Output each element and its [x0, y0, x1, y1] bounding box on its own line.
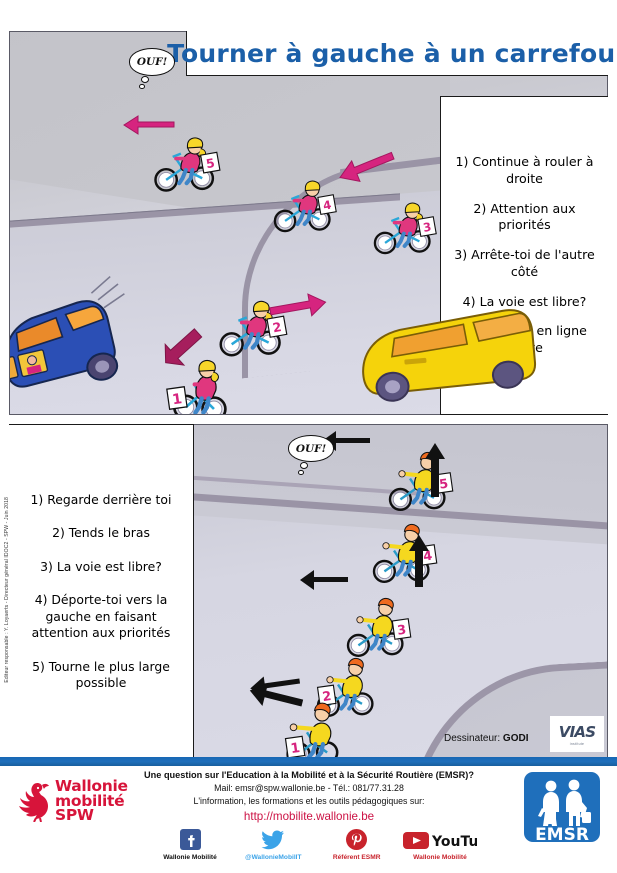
- cyclist-marker-2: 2: [213, 289, 289, 361]
- step-item: 4) La voie est libre?: [462, 293, 587, 309]
- emsr-badge: EMSR: [520, 772, 604, 845]
- direction-arrow-unused: [254, 680, 255, 681]
- footer-question: Une question sur l'Education à la Mobili…: [144, 770, 474, 780]
- direction-arrow-b3: [298, 569, 350, 591]
- direction-arrow-2: [335, 151, 397, 182]
- social-links-row: Wallonie Mobilité @WallonieMobilIT Référ…: [150, 827, 480, 861]
- svg-text:3: 3: [396, 623, 407, 639]
- svg-text:2: 2: [322, 689, 333, 705]
- facebook-icon[interactable]: [179, 827, 201, 852]
- social-link-facebook[interactable]: Wallonie Mobilité: [150, 827, 230, 861]
- svg-text:5: 5: [438, 477, 449, 493]
- youtube-caption: Wallonie Mobilité: [413, 854, 467, 861]
- facebook-caption: Wallonie Mobilité: [163, 854, 217, 861]
- cyclist-b-marker-3: 3: [339, 586, 413, 660]
- cyclist-b-marker-1: 1: [273, 690, 350, 757]
- svg-text:4: 4: [422, 549, 433, 565]
- yellow-car: [356, 300, 537, 410]
- direction-arrow-b1-main: [247, 682, 305, 711]
- step-item: 3) Arrête-toi de l'autre côté: [454, 247, 595, 279]
- youtube-icon[interactable]: YouTube: [402, 827, 477, 852]
- direction-arrow-b1: [258, 679, 259, 680]
- step-item: 2) Attention aux priorités: [473, 200, 576, 233]
- editor-credit-vertical: Editeur responsable : Y. Loyaerts - Dire…: [0, 420, 14, 760]
- blue-car: [10, 275, 125, 404]
- page-title: Tourner à gauche à un carrefour: [167, 38, 617, 68]
- rooster-icon: [14, 780, 52, 823]
- cyclist-marker-1: 1: [159, 349, 238, 414]
- illustrator-credit: Dessinateur: GODI: [444, 733, 528, 744]
- footer-info: L'information, les formations et les out…: [193, 796, 425, 807]
- speech-bubble-top-text: OUF!: [136, 56, 168, 68]
- direction-arrow-4: [158, 320, 206, 376]
- direction-arrow-b5-up: [424, 441, 446, 499]
- speech-bubble-bottom-text: OUF!: [295, 442, 327, 455]
- direction-arrow-1: [122, 114, 176, 136]
- vias-logo: VIAS institute: [550, 716, 604, 752]
- cyclist-b-marker-2: 2: [309, 646, 383, 720]
- svg-text:1: 1: [171, 391, 183, 408]
- step-item: 4) Déporte-toi vers la gauche en faisant…: [31, 592, 171, 640]
- twitter-icon[interactable]: [261, 827, 285, 852]
- cyclist-marker-5: 5: [148, 126, 222, 197]
- svg-text:3: 3: [422, 220, 432, 235]
- direction-arrow-b5: [320, 430, 372, 452]
- poster-title-plate: Tourner à gauche à un carrefour: [167, 31, 617, 76]
- pinterest-icon[interactable]: [346, 827, 368, 852]
- cyclist-marker-4: 4: [268, 169, 338, 236]
- direction-arrow-placeholder: [256, 678, 257, 679]
- step-item: 3) La voie est libre?: [40, 558, 162, 574]
- step-item: 1) Regarde derrière toi: [30, 491, 172, 507]
- wallonie-line-2: mobilité: [55, 791, 125, 810]
- footer-url[interactable]: http://mobilite.wallonie.be: [243, 810, 375, 824]
- pinterest-caption: Référent ESMR: [332, 854, 381, 861]
- steps-list-bottom: 1) Regarde derrière toi 2) Tends le bras…: [9, 424, 194, 759]
- speech-bubble-top: OUF!: [129, 48, 175, 89]
- wallonie-line-3: SPW: [55, 806, 94, 825]
- blue-divider-bar: [0, 757, 617, 766]
- footer-contact-block: Une question sur l'Education à la Mobili…: [126, 769, 492, 826]
- svg-text:YouTube: YouTube: [431, 834, 477, 850]
- svg-text:EMSR: EMSR: [535, 825, 589, 842]
- speech-bubble-bottom: OUF!: [288, 435, 334, 475]
- footer: [0, 766, 617, 873]
- editor-credit-text: Editeur responsable : Y. Loyaerts - Dire…: [4, 497, 10, 683]
- footer-contact: Mail: emsr@spw.wallonie.be - Tél.: 081/7…: [214, 783, 404, 794]
- svg-text:2: 2: [271, 319, 282, 335]
- step-item: 5) Tourne le plus large possible: [32, 658, 170, 691]
- direction-arrow-b4: [408, 533, 430, 589]
- illustrator-label: Dessinateur:: [444, 733, 501, 744]
- step-item: 2) Tends le bras: [52, 525, 150, 540]
- vias-subtitle: institute: [569, 741, 585, 746]
- direction-arrow-3: [268, 293, 328, 320]
- cyclist-marker-3: 3: [368, 191, 438, 258]
- svg-text:5: 5: [205, 156, 216, 171]
- wallonie-mobilite-logo: Wallonie mobilité SPW: [14, 772, 128, 830]
- social-link-twitter[interactable]: @WallonieMobilIT: [233, 827, 313, 861]
- social-link-youtube[interactable]: YouTube Wallonie Mobilité: [400, 827, 480, 861]
- wallonie-line-1: Wallonie: [55, 776, 128, 795]
- social-link-pinterest[interactable]: Référent ESMR: [317, 827, 397, 861]
- svg-text:1: 1: [290, 741, 301, 757]
- illustrator-name: GODI: [502, 733, 529, 744]
- wallonie-wordmark: Wallonie mobilité SPW: [55, 776, 128, 825]
- step-item: 1) Continue à rouler à droite: [455, 154, 594, 186]
- svg-text:4: 4: [322, 198, 332, 213]
- twitter-caption: @WallonieMobilIT: [245, 854, 302, 861]
- vias-wordmark: VIAS: [558, 722, 596, 741]
